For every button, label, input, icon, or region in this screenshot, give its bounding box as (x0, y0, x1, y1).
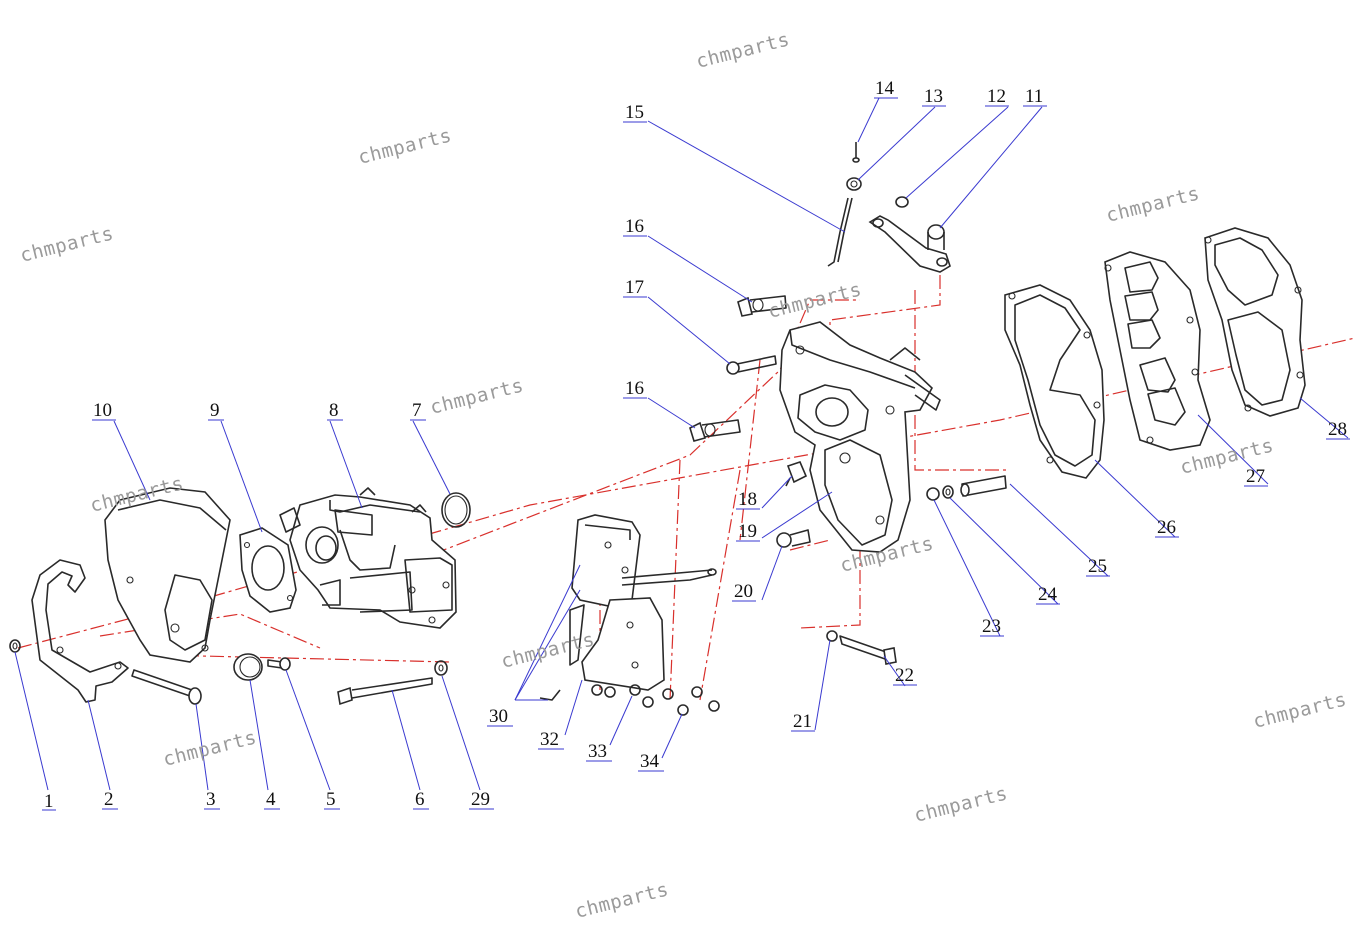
callout-6: 6 (415, 789, 425, 810)
part-21-washer (826, 630, 838, 642)
part-25-stud (960, 475, 1007, 497)
part-15-rod (827, 197, 853, 267)
callout-14: 14 (875, 78, 895, 99)
callout-8: 8 (329, 400, 339, 421)
callout-32: 32 (540, 729, 559, 750)
leader-lines (14, 97, 1349, 791)
part-26-gasket (1004, 284, 1105, 479)
watermark-13: chmparts (912, 782, 1010, 826)
part-29-washer (434, 660, 448, 676)
part-28-gasket (1204, 227, 1306, 417)
callout-underlines (42, 97, 1350, 811)
part-32-plate (539, 597, 665, 701)
callout-17: 17 (625, 277, 644, 298)
part-10-cover (104, 487, 231, 663)
part-20-bolt (776, 529, 811, 548)
part-30-bracket (571, 514, 717, 609)
part-34-screws (604, 686, 720, 716)
part-8-carburetor (279, 487, 457, 629)
watermark-12: chmparts (1251, 688, 1349, 732)
callout-15: 15 (625, 102, 644, 123)
callout-30: 30 (489, 706, 508, 727)
part-13-clip (846, 177, 862, 191)
callout-33: 33 (588, 741, 607, 762)
part-14-pin (852, 142, 860, 163)
callout-22: 22 (895, 665, 914, 686)
part-27-reed-gasket (1104, 251, 1211, 451)
callout-28: 28 (1328, 419, 1347, 440)
part-12-screw (895, 196, 909, 208)
part-5-screw (267, 657, 291, 671)
part-4-plug (233, 653, 263, 681)
part-24-washer (942, 485, 954, 499)
callout-2: 2 (104, 789, 114, 810)
watermark-2: chmparts (356, 124, 454, 168)
watermark-14: chmparts (573, 878, 671, 922)
watermark-5: chmparts (428, 374, 526, 418)
watermark-3: chmparts (18, 222, 116, 266)
callout-24: 24 (1038, 584, 1058, 605)
part-17-screw (726, 355, 777, 375)
watermarks: chmparts chmparts chmparts chmparts chmp… (18, 28, 1349, 922)
callout-27: 27 (1246, 466, 1265, 487)
part-33-washers (591, 684, 703, 700)
watermark-4: chmparts (1104, 182, 1202, 226)
callout-13: 13 (924, 86, 943, 107)
callout-19: 19 (738, 521, 757, 542)
callout-9: 9 (210, 400, 220, 421)
callout-18: 18 (738, 489, 757, 510)
callout-7: 7 (412, 400, 422, 421)
callout-23: 23 (982, 616, 1001, 637)
callout-3: 3 (206, 789, 216, 810)
callout-26: 26 (1157, 517, 1176, 538)
callout-16-lower: 16 (625, 378, 644, 399)
callout-10: 10 (93, 400, 112, 421)
part-3-bolt (131, 669, 202, 705)
watermark-1: chmparts (694, 28, 792, 72)
callout-4: 4 (266, 789, 276, 810)
callout-12: 12 (987, 86, 1006, 107)
part-19-manifold (779, 321, 941, 553)
part-16-bolt-upper (737, 295, 787, 317)
callout-21: 21 (793, 711, 812, 732)
callout-29: 29 (471, 789, 490, 810)
callout-20: 20 (734, 581, 753, 602)
watermark-11: chmparts (161, 726, 259, 770)
callout-1: 1 (44, 791, 54, 812)
part-22-bolt (839, 635, 897, 665)
part-11-lever (868, 215, 951, 273)
part-23-nut (926, 487, 940, 501)
part-7-oring (441, 492, 471, 528)
callout-34: 34 (640, 751, 660, 772)
callout-11: 11 (1025, 86, 1043, 107)
part-6-bolt (337, 677, 433, 706)
callout-5: 5 (326, 789, 336, 810)
callout-16-upper: 16 (625, 216, 644, 237)
part-1-washer (9, 639, 21, 653)
watermark-6: chmparts (766, 278, 864, 322)
part-9-gasket (239, 527, 297, 613)
part-18-nipple (785, 461, 808, 487)
part-art (9, 142, 1306, 716)
part-16-bolt-lower (689, 419, 741, 442)
part-2-bracket (31, 559, 129, 703)
callout-labels: 1 2 3 4 5 6 7 8 9 10 11 12 13 14 15 16 1… (44, 78, 1347, 812)
callout-25: 25 (1088, 556, 1107, 577)
